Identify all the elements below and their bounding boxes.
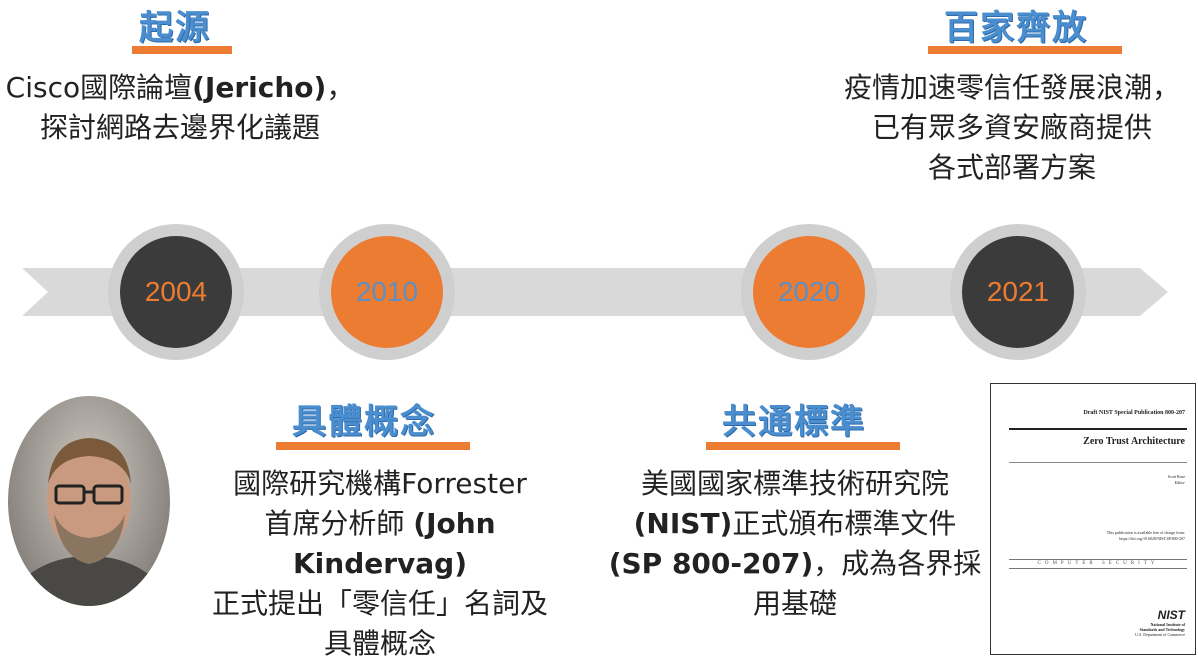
doc-rule	[1009, 428, 1187, 430]
flourish-line1: 疫情加速零信任發展浪潮，	[843, 71, 1180, 104]
doc-note1: This publication is available free of ch…	[1106, 530, 1185, 535]
doc-author-role: Editor	[1174, 480, 1185, 485]
year-label: 2004	[120, 236, 232, 348]
origin-description: Cisco國際論壇(Jericho)， 探討網路去邊界化議題	[0, 68, 360, 148]
doc-org1: National Institute of	[1150, 622, 1185, 627]
flourish-underline	[928, 46, 1122, 54]
doc-org3: U.S. Department of Commerce	[1135, 632, 1185, 637]
concept-underline	[276, 442, 470, 450]
concept-line1: 國際研究機構Forrester	[233, 467, 527, 500]
standard-line1: 美國國家標準技術研究院	[640, 467, 949, 500]
origin-title: 起源	[139, 8, 211, 48]
doc-org2: Standards and Technology	[1139, 627, 1185, 632]
doc-series-bar: COMPUTER SECURITY	[1009, 559, 1187, 569]
doc-author: Scott Rose	[1167, 474, 1185, 479]
concept-line3: 正式提出「零信任」名詞及	[211, 587, 548, 620]
standard-line3b: ，成為各界採	[813, 547, 982, 580]
flourish-title: 百家齊放	[944, 8, 1088, 48]
origin-line1-bold: (Jericho)	[192, 71, 327, 104]
standard-underline	[706, 442, 900, 450]
flourish-line3: 各式部署方案	[927, 151, 1096, 184]
concept-line2-bold: (John Kindervag)	[292, 507, 496, 580]
nist-document-thumbnail: Draft NIST Special Publication 800-207 Z…	[990, 383, 1196, 655]
concept-line4: 具體概念	[323, 627, 436, 660]
standard-line2b: 正式頒布標準文件	[732, 507, 957, 540]
milestone-2004: 2004	[108, 224, 244, 360]
standard-line4: 用基礎	[752, 587, 837, 620]
concept-description: 國際研究機構Forrester 首席分析師 (John Kindervag) 正…	[180, 464, 580, 664]
milestone-2020: 2020	[741, 224, 877, 360]
milestone-2021: 2021	[950, 224, 1086, 360]
year-label: 2010	[331, 236, 443, 348]
year-label: 2020	[753, 236, 865, 348]
doc-header: Draft NIST Special Publication 800-207	[1083, 410, 1185, 416]
standard-title: 共通標準	[722, 402, 866, 442]
concept-title: 具體概念	[292, 402, 436, 442]
nist-logo: NIST	[1157, 608, 1185, 622]
concept-line2a: 首席分析師	[264, 507, 414, 540]
origin-line1: Cisco國際論壇	[5, 71, 193, 104]
portrait-photo	[8, 396, 170, 606]
standard-line2-bold: (NIST)	[633, 507, 733, 540]
flourish-line2: 已有眾多資安廠商提供	[871, 111, 1152, 144]
milestone-2010: 2010	[319, 224, 455, 360]
origin-underline	[132, 46, 232, 54]
flourish-description: 疫情加速零信任發展浪潮， 已有眾多資安廠商提供 各式部署方案	[826, 68, 1198, 188]
origin-line2: 探討網路去邊界化議題	[39, 111, 320, 144]
doc-rule-thin	[1009, 462, 1187, 463]
standard-description: 美國國家標準技術研究院 (NIST)正式頒布標準文件 (SP 800-207)，…	[600, 464, 990, 624]
doc-title: Zero Trust Architecture	[1083, 436, 1185, 447]
doc-series: COMPUTER SECURITY	[1037, 561, 1159, 566]
origin-line1-end: ，	[326, 71, 355, 104]
standard-line3-bold: (SP 800-207)	[608, 547, 814, 580]
doc-note2: https://doi.org/10.6028/NIST.SP.800-207	[1119, 536, 1185, 541]
year-label: 2021	[962, 236, 1074, 348]
